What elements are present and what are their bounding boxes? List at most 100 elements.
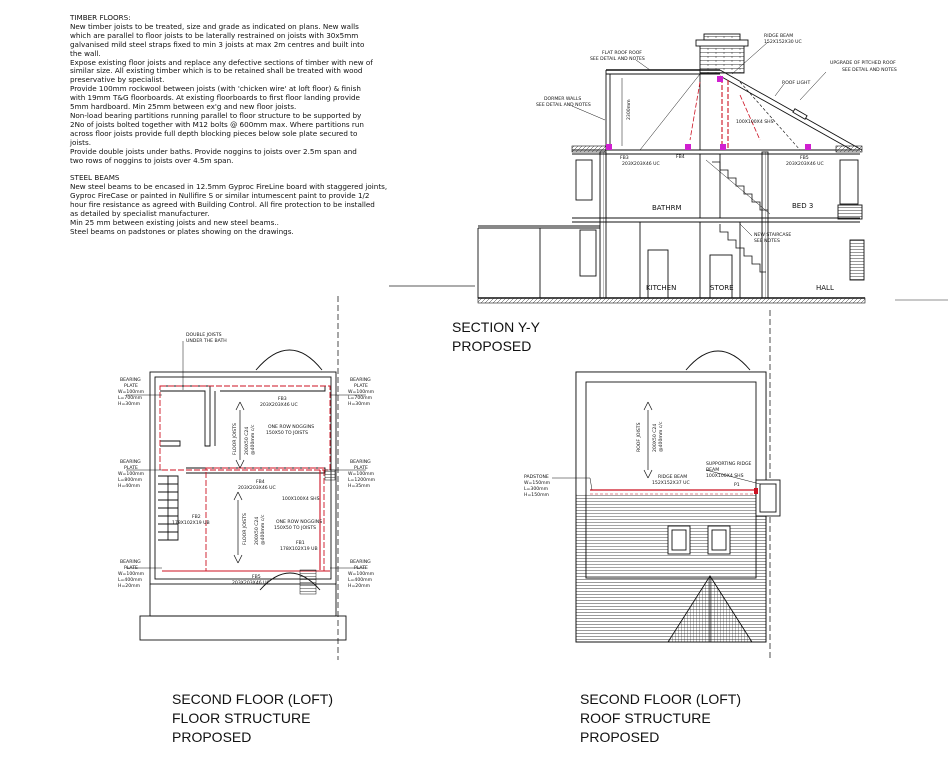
p1-label: P1 <box>734 482 740 488</box>
bearing-plate-line: PLATE <box>354 465 368 471</box>
fb2-size: 178X102X19 UB <box>172 520 210 526</box>
fb4-label: FB4 <box>676 154 685 160</box>
timber-note-line: Provide 100mm rockwool between joists (w… <box>70 84 361 94</box>
fb5-label: FB5 <box>800 155 809 161</box>
staircase-note: SEE NOTES <box>754 238 780 244</box>
bearing-plate-line: BEARING <box>350 459 371 465</box>
timber-note-line: 2No of joists bolted together with M12 b… <box>70 119 364 129</box>
bearing-plate-line: L=700mm <box>348 395 373 401</box>
bearing-plate-line: BEARING <box>120 377 141 383</box>
roof-structure-plan <box>552 350 781 643</box>
roof-plan-title-line: SECOND FLOOR (LOFT) <box>580 691 742 707</box>
fb4-label: FB4 <box>256 479 265 485</box>
roof-light-label: ROOF LIGHT <box>782 80 810 86</box>
steel-note-line: Min 25 mm between existing joists and ne… <box>70 217 279 227</box>
floor-plan-title-line: FLOOR STRUCTURE <box>172 710 311 726</box>
roof-joists-spacing: @400mm c/c <box>658 421 664 452</box>
timber-note-line: preservative by specialist. <box>70 75 165 85</box>
staircase-label: NEW STAIRCASE <box>754 232 791 238</box>
timber-note-line: galvanised mild steel straps fixed to mi… <box>70 39 365 49</box>
floor-joists-b: FLOOR JOISTS <box>242 513 248 545</box>
bearing-plate-line: W=100mm <box>118 471 145 477</box>
noggins-a-label: ONE ROW NOGGINS <box>268 424 314 430</box>
bearing-plate-line: L=400mm <box>118 577 143 583</box>
timber-note-line: joists. <box>70 137 91 147</box>
supporting-beam-label: SUPPORTING RIDGE <box>706 461 752 467</box>
bearing-plate-line: PLATE <box>354 565 368 571</box>
uc-right-label: 203X203X46 UC <box>786 161 824 167</box>
section-title: SECTION Y-Y PROPOSED <box>452 318 540 356</box>
bearing-plate-line: L=1200mm <box>348 477 376 483</box>
padstone-line: L=300mm <box>524 486 549 492</box>
bearing-plate-line: BEARING <box>120 559 141 565</box>
bearing-plate-line: BEARING <box>350 559 371 565</box>
bearing-plate-line: L=800mm <box>118 477 143 483</box>
pitched-roof-label: UPGRADE OF PITCHED ROOF <box>830 60 896 66</box>
timber-note-line: two rows of noggins to joists over 4.5m … <box>70 155 234 165</box>
bearing-plate-line: H=20mm <box>348 583 371 589</box>
section-title-line: SECTION Y-Y <box>452 319 540 335</box>
timber-note-line: Expose existing floor joists and replace… <box>70 57 373 67</box>
ridge-beam-size: 152X152X30 UC <box>764 39 802 45</box>
timber-note-line: Provide double joists under baths. Provi… <box>70 146 357 156</box>
room-kitchen: KITCHEN <box>646 284 676 292</box>
bearing-plate-line: W=100mm <box>348 571 375 577</box>
timber-floors-heading: TIMBER FLOORS: <box>70 13 131 22</box>
room-bed3: BED 3 <box>792 202 813 210</box>
shs-label: 100X100X4 SHS <box>282 496 320 502</box>
steel-note-line: New steel beams to be encased in 12.5mm … <box>70 182 388 192</box>
bearing-plate-line: L=400mm <box>348 577 373 583</box>
timber-note-line: New timber joists to be treated, size an… <box>70 21 359 31</box>
bearing-plate-line: PLATE <box>354 383 368 389</box>
bearing-plate-line: PLATE <box>124 565 138 571</box>
floor-plan-title-line: PROPOSED <box>172 729 252 745</box>
steel-note-line: Steel beams on padstones or plates showi… <box>70 226 294 236</box>
bearing-plate-line: PLATE <box>124 383 138 389</box>
fb3-label: FB3 <box>620 155 629 161</box>
roof-plan-labels: ROOF JOISTS 200X50 C24 @400mm c/c RIDGE … <box>524 421 752 498</box>
bearing-plate-line: H=30mm <box>118 401 141 407</box>
ridge-beam-label: RIDGE BEAM <box>658 474 687 480</box>
timber-note-line: similar size. All existing timber which … <box>70 66 363 76</box>
noggins-b-size: 150X50 TO JOISTS <box>274 525 316 531</box>
roof-plan-title: SECOND FLOOR (LOFT) ROOF STRUCTURE PROPO… <box>580 690 741 747</box>
steel-note-line: Gyproc FireCase or painted in Nullifire … <box>70 191 370 201</box>
padstone-line: W=150mm <box>524 480 551 486</box>
padstone-line: H=150mm <box>524 492 550 498</box>
room-store: STORE <box>710 284 734 292</box>
roof-plan-title-line: PROPOSED <box>580 729 660 745</box>
floor-plan-title: SECOND FLOOR (LOFT) FLOOR STRUCTURE PROP… <box>172 690 333 747</box>
steel-beams-heading: STEEL BEAMS <box>70 173 120 183</box>
roof-joists-size: 200X50 C24 <box>652 424 658 452</box>
fb3-label: FB3 <box>278 396 287 402</box>
fb1-size: 178X102X19 UB <box>280 546 318 552</box>
floor-plan-title-line: SECOND FLOOR (LOFT) <box>172 691 334 707</box>
dormer-walls-note: SEE DETAIL AND NOTES <box>536 102 591 108</box>
timber-note-line: 5mm hardboard. Min 25mm between ex'g and… <box>70 102 297 112</box>
bearing-plate-line: L=700mm <box>118 395 143 401</box>
room-bathrm: BATHRM <box>652 204 682 212</box>
padstone-label: PADSTONE <box>524 474 549 480</box>
ridge-beam-label: RIDGE BEAM <box>764 33 793 39</box>
uc-left-label: 203X203X46 UC <box>622 161 660 167</box>
fb2-label: FB2 <box>192 514 201 520</box>
bearing-plate-line: W=100mm <box>118 389 145 395</box>
bearing-plate-line: BEARING <box>350 377 371 383</box>
noggins-a-size: 150X50 TO JOISTS <box>266 430 308 436</box>
section-y-y <box>477 33 866 304</box>
bearing-plate-line: H=35mm <box>348 483 371 489</box>
dormer-walls-label: DORMER WALLS <box>544 96 581 102</box>
fb5-size: 203X203X46 UC <box>232 580 270 586</box>
floor-plan-labels: DOUBLE JOISTS UNDER THE BATH BEARING PLA… <box>118 332 376 589</box>
roof-joists-label: ROOF JOISTS <box>636 422 642 452</box>
fb5-label: FB5 <box>252 574 261 580</box>
timber-note-line: the wall. <box>70 48 101 58</box>
floor-structure-plan <box>126 341 366 641</box>
fb4-size: 203X203X46 UC <box>238 485 276 491</box>
double-joists-label: DOUBLE JOISTS <box>186 332 222 338</box>
supporting-beam-size: 100X100X4 SHS <box>706 473 744 479</box>
section-labels: RIDGE BEAM 152X152X30 UC FLAT ROOF ROOF … <box>536 33 897 244</box>
roof-plan-title-line: ROOF STRUCTURE <box>580 710 711 726</box>
bearing-plate-line: H=30mm <box>348 401 371 407</box>
